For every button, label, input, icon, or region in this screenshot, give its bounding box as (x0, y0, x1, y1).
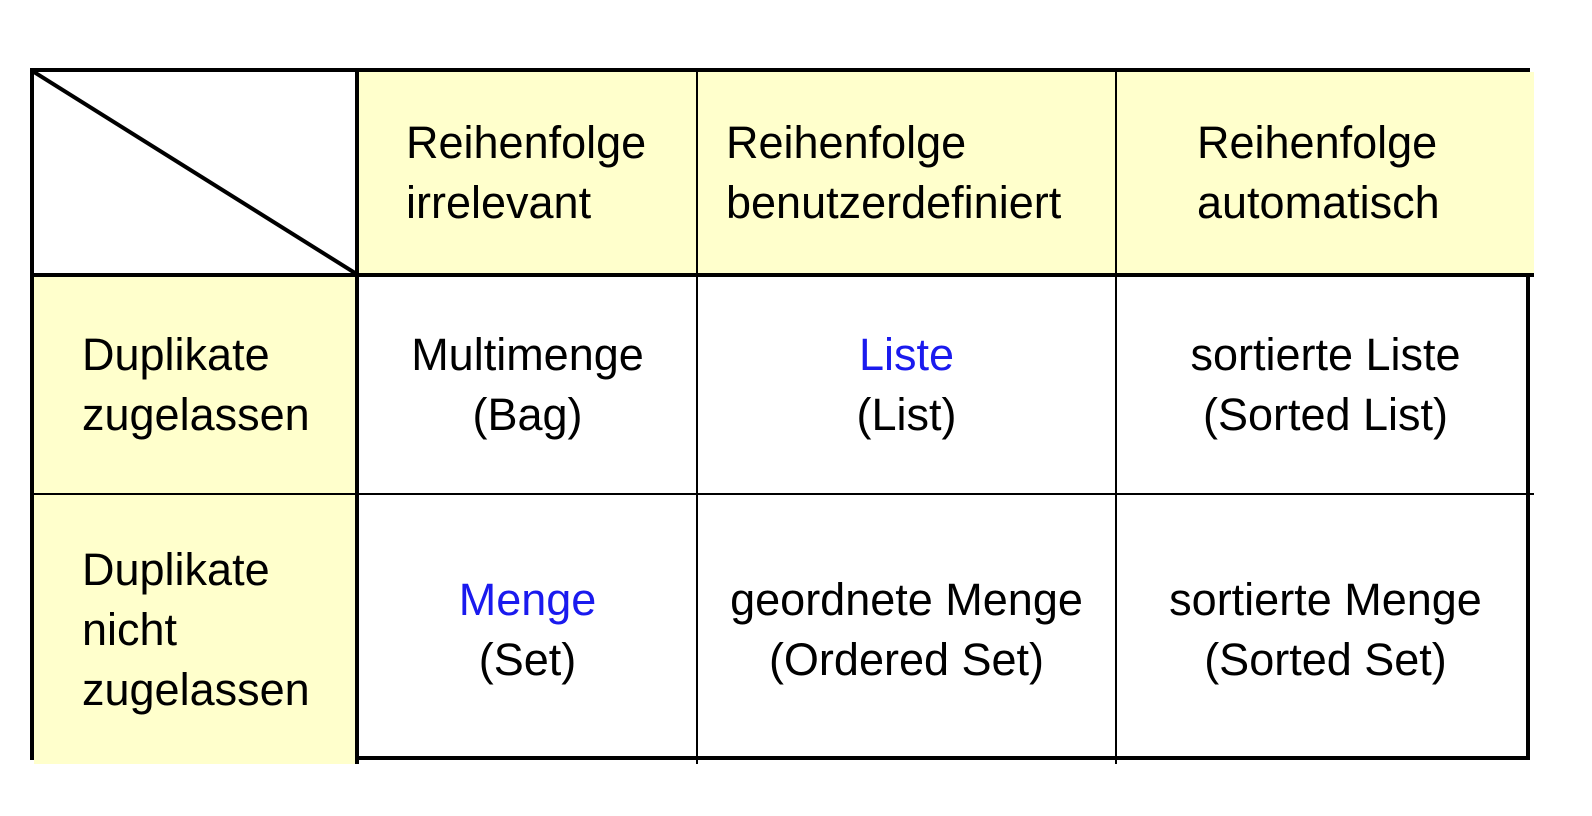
cell-line2: (Sorted List) (1202, 389, 1449, 440)
column-header-line1: Reihenfolge (406, 116, 647, 168)
cell-line2: (List) (856, 389, 957, 440)
diagonal-line (34, 72, 355, 273)
cell-line1: Multimenge (411, 329, 644, 380)
cell-line2: (Bag) (472, 389, 583, 440)
cell-sorted-set: sortierte Menge (Sorted Set) (1117, 495, 1534, 764)
column-header-line2: automatisch (1197, 176, 1440, 228)
collection-types-table: Reihenfolge irrelevant Reihenfolge benut… (30, 68, 1534, 764)
column-header-line2: irrelevant (406, 176, 592, 228)
cell-line1: sortierte Liste (1190, 329, 1461, 380)
cell-bag: Multimenge (Bag) (359, 277, 698, 495)
column-header-line1: Reihenfolge (726, 116, 967, 168)
column-header-automatic: Reihenfolge automatisch (1117, 72, 1534, 277)
column-header-line2: benutzerdefiniert (726, 176, 1062, 228)
row-header-duplicates-allowed: Duplikate zugelassen (34, 277, 359, 495)
corner-cell (34, 72, 359, 277)
cell-line2: (Set) (478, 633, 577, 685)
cell-sorted-list: sortierte Liste (Sorted List) (1117, 277, 1534, 495)
cell-line1-highlighted: Liste (858, 329, 955, 380)
cell-line1: sortierte Menge (1169, 573, 1482, 625)
cell-ordered-set: geordnete Menge (Ordered Set) (698, 495, 1117, 764)
column-header-line1: Reihenfolge (1197, 116, 1438, 168)
cell-line1: geordnete Menge (730, 573, 1083, 625)
row-header-line1: Duplikate (82, 329, 270, 380)
row-header-line3: zugelassen (82, 663, 310, 715)
column-header-user-defined: Reihenfolge benutzerdefiniert (698, 72, 1117, 277)
row-header-line2: zugelassen (82, 389, 310, 440)
cell-list: Liste (List) (698, 277, 1117, 495)
cell-line1-highlighted: Menge (458, 573, 597, 625)
column-header-irrelevant: Reihenfolge irrelevant (359, 72, 698, 277)
row-header-line1: Duplikate (82, 543, 270, 595)
cell-set: Menge (Set) (359, 495, 698, 764)
cell-line2: (Sorted Set) (1204, 633, 1447, 685)
row-header-duplicates-not-allowed: Duplikate nicht zugelassen (34, 495, 359, 764)
cell-line2: (Ordered Set) (768, 633, 1045, 685)
row-header-line2: nicht (82, 603, 178, 655)
